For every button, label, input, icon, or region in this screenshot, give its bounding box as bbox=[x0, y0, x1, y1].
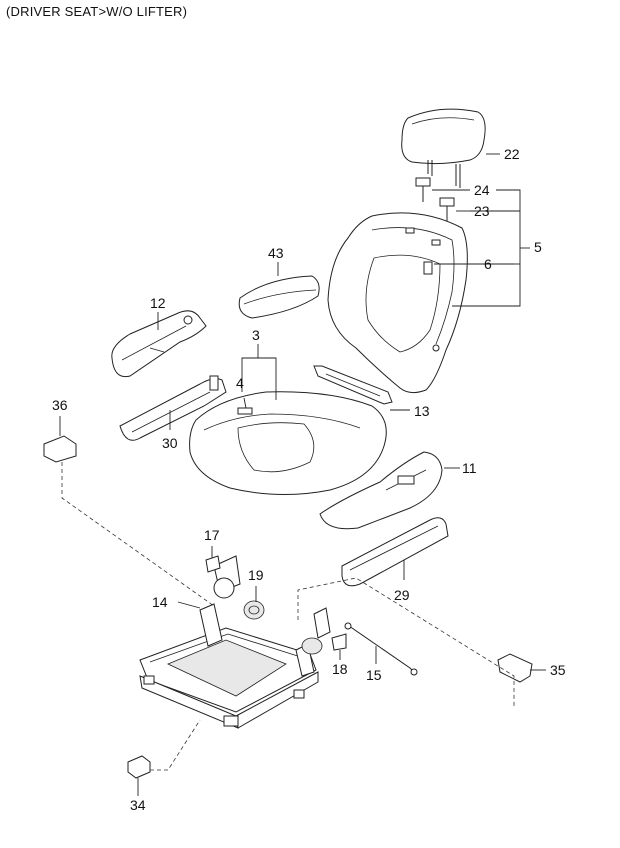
callout-14: 14 bbox=[152, 594, 168, 610]
recliner-cover[interactable] bbox=[213, 555, 241, 599]
callout-5: 5 bbox=[534, 239, 542, 255]
clip-18[interactable] bbox=[331, 633, 347, 651]
callout-29: 29 bbox=[394, 587, 410, 603]
cable-15[interactable] bbox=[344, 622, 418, 676]
callout-22: 22 bbox=[504, 146, 520, 162]
callout-23: 23 bbox=[474, 203, 490, 219]
callout-13: 13 bbox=[414, 403, 430, 419]
side-shield-29[interactable] bbox=[341, 517, 449, 587]
callout-12: 12 bbox=[150, 295, 166, 311]
cap-34[interactable] bbox=[127, 755, 151, 779]
seat-track-frame[interactable] bbox=[139, 603, 319, 729]
clip-17[interactable] bbox=[205, 555, 221, 573]
seat-cushion[interactable] bbox=[189, 391, 387, 496]
knob-19[interactable] bbox=[243, 600, 265, 620]
callout-4: 4 bbox=[236, 375, 244, 391]
recliner-right[interactable] bbox=[301, 607, 331, 655]
headrest-guide-24[interactable] bbox=[415, 177, 431, 202]
seatback[interactable] bbox=[327, 212, 468, 394]
callout-11: 11 bbox=[462, 460, 477, 476]
headrest[interactable] bbox=[401, 108, 486, 188]
callout-43: 43 bbox=[268, 245, 284, 261]
callout-36: 36 bbox=[52, 397, 68, 413]
diagram-title: (DRIVER SEAT>W/O LIFTER) bbox=[6, 4, 188, 19]
callout-18: 18 bbox=[332, 661, 348, 677]
side-cover-12[interactable] bbox=[111, 310, 207, 378]
callout-19: 19 bbox=[248, 567, 264, 583]
bracket-30[interactable] bbox=[119, 375, 227, 441]
trim-13[interactable] bbox=[313, 365, 393, 405]
side-shield-11[interactable] bbox=[319, 451, 443, 530]
cap-36[interactable] bbox=[43, 435, 77, 463]
callout-35: 35 bbox=[550, 662, 566, 678]
callout-24: 24 bbox=[474, 182, 490, 198]
callout-34: 34 bbox=[130, 797, 146, 813]
callout-17: 17 bbox=[204, 527, 220, 543]
callout-3: 3 bbox=[252, 327, 260, 343]
callout-15: 15 bbox=[366, 667, 382, 683]
bracket-35[interactable] bbox=[497, 653, 533, 683]
callout-6: 6 bbox=[484, 256, 492, 272]
callout-30: 30 bbox=[162, 435, 178, 451]
armrest[interactable] bbox=[238, 275, 320, 319]
